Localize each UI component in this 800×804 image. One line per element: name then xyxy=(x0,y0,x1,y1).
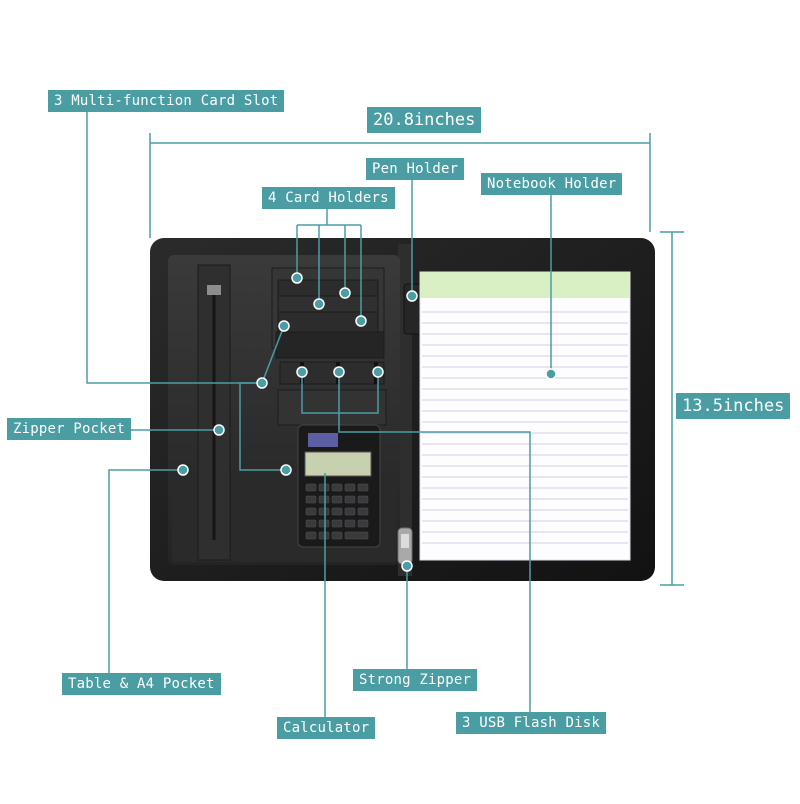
strong-zipper-label: Strong Zipper xyxy=(353,669,478,691)
width-dimension-line xyxy=(149,133,651,238)
calculator-illustration xyxy=(297,424,381,548)
notepad xyxy=(419,271,631,561)
pen-holder-label: Pen Holder xyxy=(366,158,465,180)
table-pocket-label: Table & A4 Pocket xyxy=(62,673,221,695)
usb-disk-label: 3 USB Flash Disk xyxy=(456,712,607,734)
height-dimension-line xyxy=(660,231,684,586)
zipper-pocket-label: Zipper Pocket xyxy=(7,418,132,440)
calculator-label: Calculator xyxy=(277,717,376,739)
callout-dots xyxy=(177,272,557,572)
notebook-holder-label: Notebook Holder xyxy=(481,173,623,195)
width-dimension-label: 20.8inches xyxy=(367,107,482,133)
callout-lines xyxy=(58,112,552,718)
card-holders-label: 4 Card Holders xyxy=(262,187,395,209)
height-dimension-label: 13.5inches xyxy=(676,393,791,419)
zipper-pull xyxy=(397,527,413,565)
card-slot-label: 3 Multi-function Card Slot xyxy=(48,90,285,112)
